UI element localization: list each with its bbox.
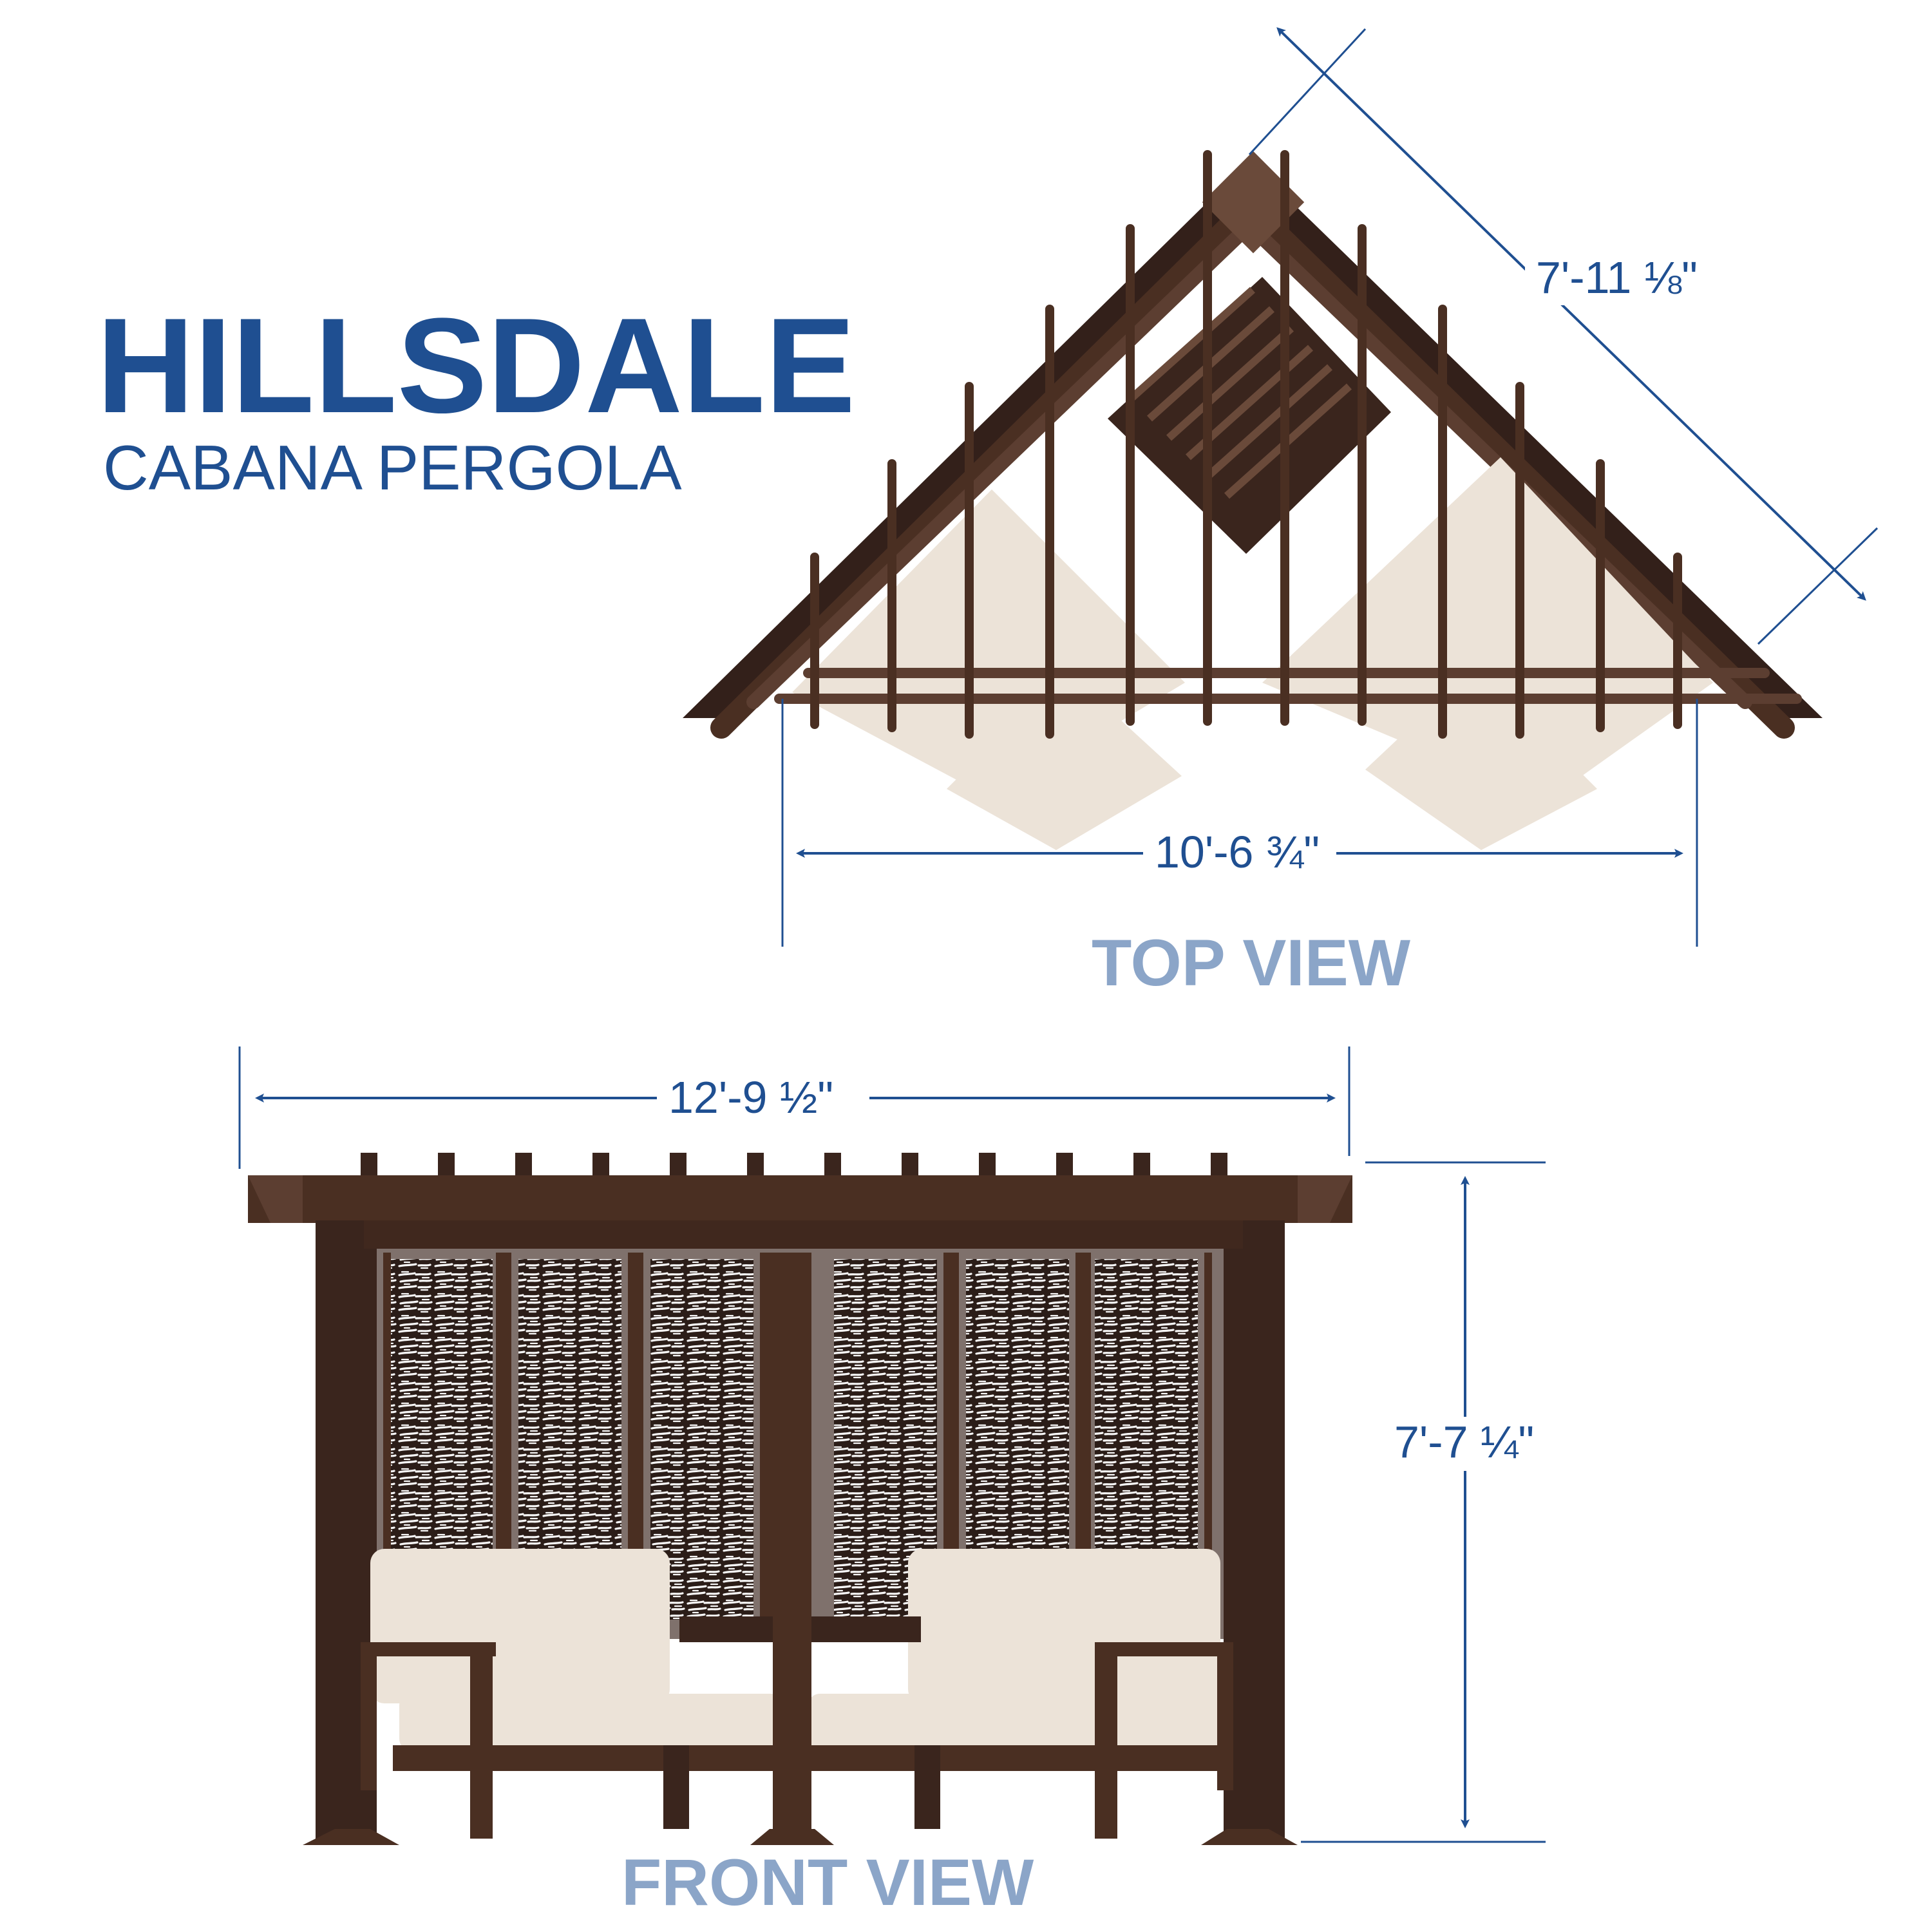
front-view-height-dimension: 7'-7 ¼" bbox=[1301, 1161, 1555, 1843]
top-view-width-dimension-label: 10'-6 ¾" bbox=[1155, 827, 1320, 877]
front-view-diagram: 12'-9 ½" 7'-7 ¼" FRONT VIEW bbox=[238, 1046, 1555, 1919]
right-sofa-end bbox=[1365, 667, 1597, 850]
right-sofa-front bbox=[804, 1549, 1233, 1839]
front-view-label: FRONT VIEW bbox=[621, 1846, 1034, 1919]
top-view-label: TOP VIEW bbox=[1092, 926, 1411, 999]
corner-table-front bbox=[679, 1616, 921, 1829]
left-sofa-end bbox=[947, 670, 1182, 850]
front-width-dimension-label-bg bbox=[657, 1072, 869, 1122]
front-view-width-dimension-label: 12'-9 ½" bbox=[668, 1072, 833, 1122]
top-view-diagonal-dimension: 7'-11 ⅛" bbox=[1248, 27, 1879, 645]
left-sofa-front bbox=[361, 1549, 786, 1839]
front-top-beam bbox=[248, 1175, 1352, 1223]
diagonal-dimension-label-bg bbox=[1525, 251, 1718, 305]
top-view-diagonal-dimension-label: 7'-11 ⅛" bbox=[1536, 252, 1698, 303]
front-view-width-dimension: 12'-9 ½" bbox=[238, 1046, 1350, 1169]
width-dimension-label-bg bbox=[1143, 828, 1336, 878]
brand-title: HILLSDALE bbox=[97, 290, 855, 441]
brand-subtitle: CABANA PERGOLA bbox=[103, 432, 682, 503]
front-view-height-dimension-label: 7'-7 ¼" bbox=[1394, 1417, 1534, 1467]
top-view-diagram: 7'-11 ⅛" 10'-6 ¾" TOP VIEW bbox=[683, 27, 1879, 999]
front-view-pergola bbox=[248, 1153, 1352, 1845]
front-height-dimension-label-bg bbox=[1388, 1417, 1555, 1471]
brand-title-block: HILLSDALE CABANA PERGOLA bbox=[97, 290, 855, 503]
top-view-width-dimension: 10'-6 ¾" bbox=[781, 699, 1698, 947]
